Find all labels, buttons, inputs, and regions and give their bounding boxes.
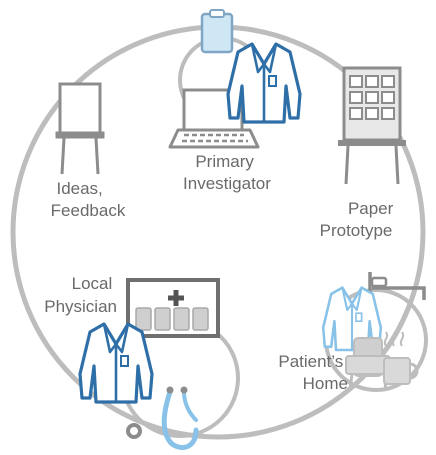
physician-lab-coat-icon [78, 322, 154, 404]
ideas-feedback-label: Ideas, Feedback [51, 179, 126, 220]
investigator-lab-coat-icon [226, 42, 302, 124]
waiting-room-icon [126, 278, 220, 338]
flipchart-icon [55, 82, 105, 175]
stethoscope-icon [161, 386, 199, 450]
laptop-icon [168, 88, 260, 149]
paper-prototype-label: Paper Prototype [320, 199, 398, 240]
prototype-board-icon [338, 66, 406, 185]
primary-investigator-label: Primary Investigator [183, 152, 271, 193]
local-physician-label: Local Physician [44, 274, 117, 316]
ring-joint-dot [126, 423, 142, 439]
coffee-mug-icon [383, 331, 419, 385]
clipboard-icon [200, 9, 234, 54]
patients-home-label: Patient’s Home [278, 352, 348, 393]
armchair-icon [345, 337, 391, 391]
